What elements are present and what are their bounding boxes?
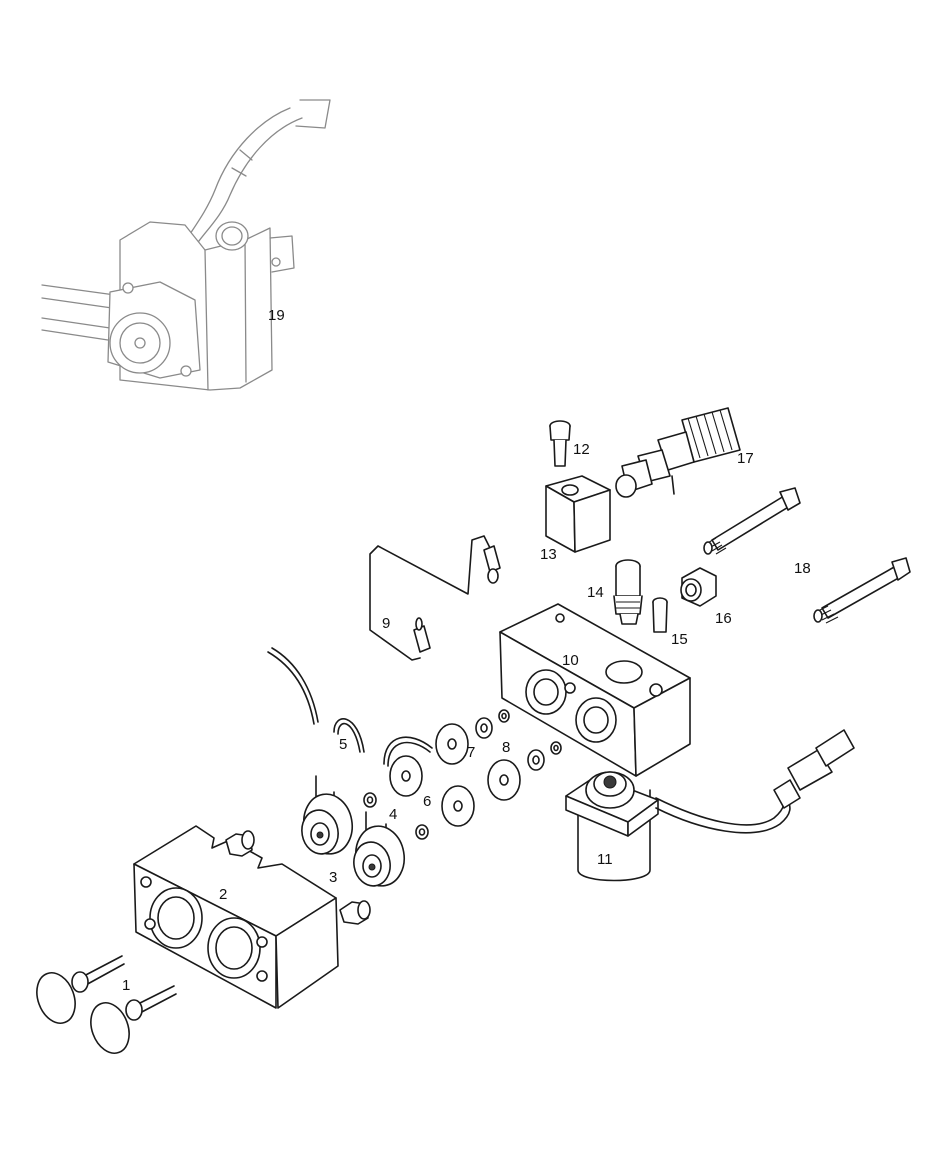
callout-6: 6 [423, 793, 431, 810]
part-8-seal-lower [528, 742, 561, 770]
part-6-washer-upper [436, 724, 468, 764]
part-12-screw [550, 421, 570, 466]
callout-9: 9 [382, 615, 390, 632]
callout-10: 10 [562, 652, 579, 669]
callout-4: 4 [389, 806, 397, 823]
callout-1: 1 [122, 977, 130, 994]
part-17-knurled-fitting [616, 408, 740, 497]
part-13-clamp-block [546, 476, 610, 552]
callout-8: 8 [502, 739, 510, 756]
callout-18: 18 [794, 560, 811, 577]
callout-12: 12 [573, 441, 590, 458]
part-6-washer-lower [442, 786, 474, 826]
part-18-bolt-lower [814, 558, 910, 623]
callout-14: 14 [587, 584, 604, 601]
callout-2: 2 [219, 886, 227, 903]
part-3-check-valve-upper [298, 776, 356, 858]
callout-17: 17 [737, 450, 754, 467]
callout-15: 15 [671, 631, 688, 648]
part-8-seal-upper [476, 710, 509, 738]
part-5-tubing [268, 648, 432, 766]
callout-16: 16 [715, 610, 732, 627]
part-19-assembly-overview [42, 100, 330, 390]
part-3-check-valve-lower [350, 812, 408, 890]
callout-7: 7 [467, 744, 475, 761]
callout-labels: 1 2 3 4 5 6 7 8 9 10 11 12 13 14 15 16 1… [122, 307, 811, 994]
callout-5: 5 [339, 736, 347, 753]
part-9-capillary-tube [370, 536, 500, 660]
part-7-washer [488, 760, 520, 800]
callout-13: 13 [540, 546, 557, 563]
part-16-nut [681, 568, 716, 606]
callout-11: 11 [597, 851, 613, 868]
part-1-plunger-lower [84, 986, 176, 1059]
part-15-pin [653, 598, 667, 632]
callout-3: 3 [329, 869, 337, 886]
part-6-washer-middle [390, 756, 422, 796]
callout-19: 19 [268, 307, 285, 324]
part-14-fitting [614, 560, 642, 624]
part-18-bolt-upper [704, 488, 800, 554]
